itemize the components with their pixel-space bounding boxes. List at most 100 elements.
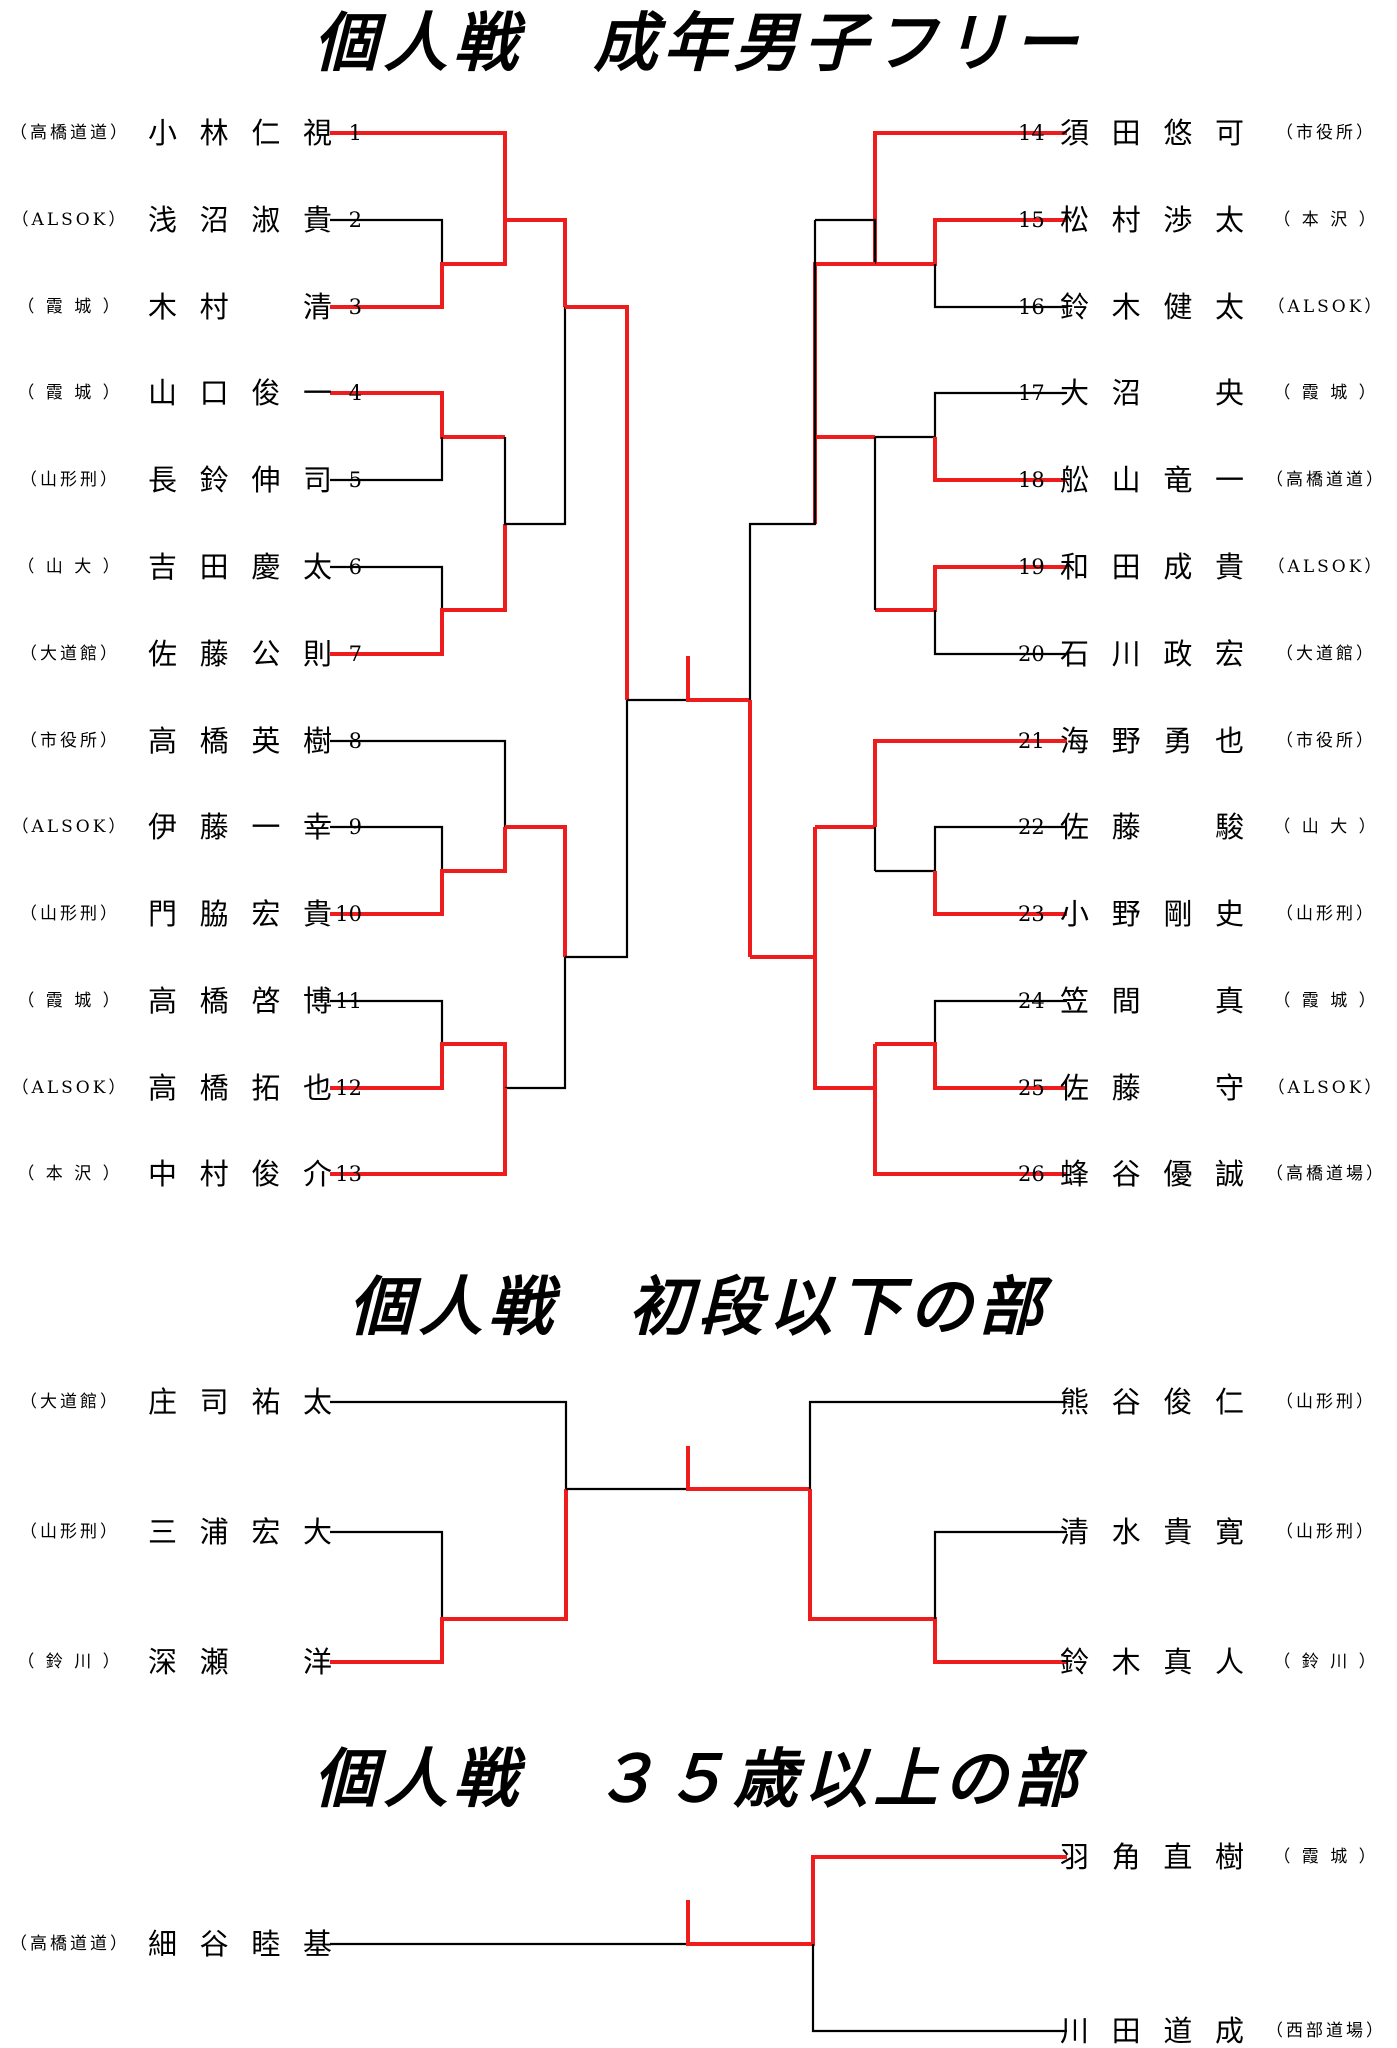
entrant-name: 小野剛史 [1060, 897, 1244, 931]
bracket-line [565, 700, 629, 959]
entrant-name-char: 鈴 [199, 463, 229, 497]
entrant-name: 長鈴伸司 [148, 463, 332, 497]
entrant-name-char: 佐 [148, 637, 178, 671]
entrant-name-char: 啓 [251, 984, 281, 1018]
entrant-name-char: 英 [251, 724, 281, 758]
entrant-name: 鈴木真人 [1060, 1645, 1244, 1679]
entrant-name-char: 石 [1060, 637, 1090, 671]
section-title-shodan-and-below: 個人戦 初段以下の部 [348, 1271, 1049, 1345]
entrant-name-char: 則 [302, 637, 332, 671]
entrant-name: 高橋英樹 [148, 724, 332, 758]
entrant-name-char: 慶 [251, 550, 281, 584]
bracket-line [933, 999, 1067, 1044]
entrant-name-char: 小 [148, 116, 178, 150]
entrant-name-char: 仁 [251, 116, 281, 150]
winner-bracket-line [330, 1489, 568, 1664]
entrant-name-char: 林 [199, 116, 229, 150]
entrant-name-char: 高 [148, 724, 178, 758]
entrant-affiliation: （大道館） [1276, 644, 1376, 664]
entrant-name-char: 人 [1214, 1645, 1244, 1679]
bracket-line [330, 825, 444, 871]
entrant-name-char: 貴 [302, 897, 332, 931]
seed-number: 12 [335, 1076, 362, 1100]
entrant-name-char: 太 [1214, 290, 1244, 324]
entrant-name: 石川政宏 [1060, 637, 1244, 671]
winner-bracket-line [875, 565, 1067, 612]
seed-number: 17 [1018, 381, 1045, 405]
entrant-name-char: 貴 [302, 203, 332, 237]
bracket-line [933, 610, 1067, 656]
entrant-name-char: 介 [302, 1157, 332, 1191]
entrant-name-char: 橋 [199, 984, 229, 1018]
entrant-name: 中村俊介 [148, 1157, 332, 1191]
entrant-name: 蜂谷優誠 [1060, 1157, 1244, 1191]
seed-number: 18 [1018, 468, 1045, 492]
winner-bracket-line [873, 1088, 1067, 1176]
entrant-name-char: 和 [1060, 550, 1090, 584]
entrant-name-char: 木 [1111, 290, 1141, 324]
entrant-name-char [1163, 376, 1192, 410]
entrant-name-char: 鈴 [1060, 290, 1090, 324]
entrant-name-char: 視 [302, 116, 332, 150]
entrant-name-char: 田 [1111, 116, 1141, 150]
entrant-name: 清水貴寛 [1060, 1515, 1244, 1549]
entrant-name-char: 清 [302, 290, 332, 324]
entrant-name: 和田成貴 [1060, 550, 1244, 584]
entrant-affiliation: （山形刑） [20, 1522, 120, 1542]
entrant-affiliation: （西部道場） [1266, 2021, 1386, 2041]
entrant-name-char: 真 [1163, 1645, 1193, 1679]
entrant-name: 伊藤一幸 [148, 810, 332, 844]
entrant-name: 大沼 央 [1060, 376, 1244, 410]
entrant-name-char: 小 [1060, 897, 1090, 931]
entrant-name-char: 口 [199, 376, 229, 410]
entrant-affiliation: （山形刑） [1276, 904, 1376, 924]
winner-bracket-line [686, 656, 750, 702]
entrant-name-char: 笠 [1060, 984, 1090, 1018]
entrant-name-char: 瀬 [199, 1645, 229, 1679]
entrant-name-char: 長 [148, 463, 178, 497]
entrant-affiliation: （ 霞 城 ） [1273, 1847, 1379, 1867]
entrant-name-char: 野 [1111, 724, 1141, 758]
entrant-name-char: 博 [302, 984, 332, 1018]
entrant-name-char: 脇 [199, 897, 229, 931]
winner-bracket-line [813, 827, 877, 1090]
winner-bracket-line [873, 131, 1067, 264]
entrant-name-char: 一 [1214, 463, 1244, 497]
seed-number: 5 [348, 468, 362, 492]
entrant-name-char [1163, 810, 1192, 844]
entrant-name-char: 高 [148, 984, 178, 1018]
winner-bracket-line [505, 218, 567, 307]
entrant-name-char: 木 [148, 290, 178, 324]
entrant-name-char: 勇 [1163, 724, 1193, 758]
entrant-name-char: 宏 [1214, 637, 1244, 671]
entrant-name-char: 駿 [1214, 810, 1244, 844]
entrant-name: 鈴木健太 [1060, 290, 1244, 324]
entrant-name: 高橋拓也 [148, 1071, 332, 1105]
entrant-name-char: 誠 [1214, 1157, 1244, 1191]
entrant-name-char [1163, 1071, 1192, 1105]
entrant-name-char: 熊 [1060, 1385, 1090, 1419]
entrant-affiliation: （高橋道場） [1266, 1164, 1386, 1184]
entrant-name: 細谷睦基 [148, 1927, 332, 1961]
entrant-name-char: 直 [1163, 1840, 1193, 1874]
entrant-name-char: 山 [148, 376, 178, 410]
entrant-name-char: 成 [1214, 2014, 1244, 2048]
winner-bracket-line [686, 1446, 810, 1491]
entrant-name-char: 伊 [148, 810, 178, 844]
entrant-affiliation: （山形刑） [20, 904, 120, 924]
entrant-name: 三浦宏大 [148, 1515, 332, 1549]
seed-number: 9 [348, 815, 362, 839]
seed-number: 6 [348, 555, 362, 579]
entrant-affiliation: （ 霞 城 ） [17, 991, 123, 1011]
entrant-name-char: 貴 [1214, 550, 1244, 584]
entrant-name-char: 寛 [1214, 1515, 1244, 1549]
seed-number: 21 [1018, 729, 1045, 753]
entrant-name-char: 優 [1163, 1157, 1193, 1191]
entrant-name-char: 須 [1060, 116, 1090, 150]
seed-number: 3 [348, 295, 362, 319]
entrant-affiliation: （市役所） [20, 731, 120, 751]
entrant-name-char: 水 [1111, 1515, 1141, 1549]
entrant-affiliation: （ALSOK） [11, 1078, 129, 1098]
entrant-name-char: 司 [302, 463, 332, 497]
winner-bracket-line [808, 1489, 1067, 1664]
